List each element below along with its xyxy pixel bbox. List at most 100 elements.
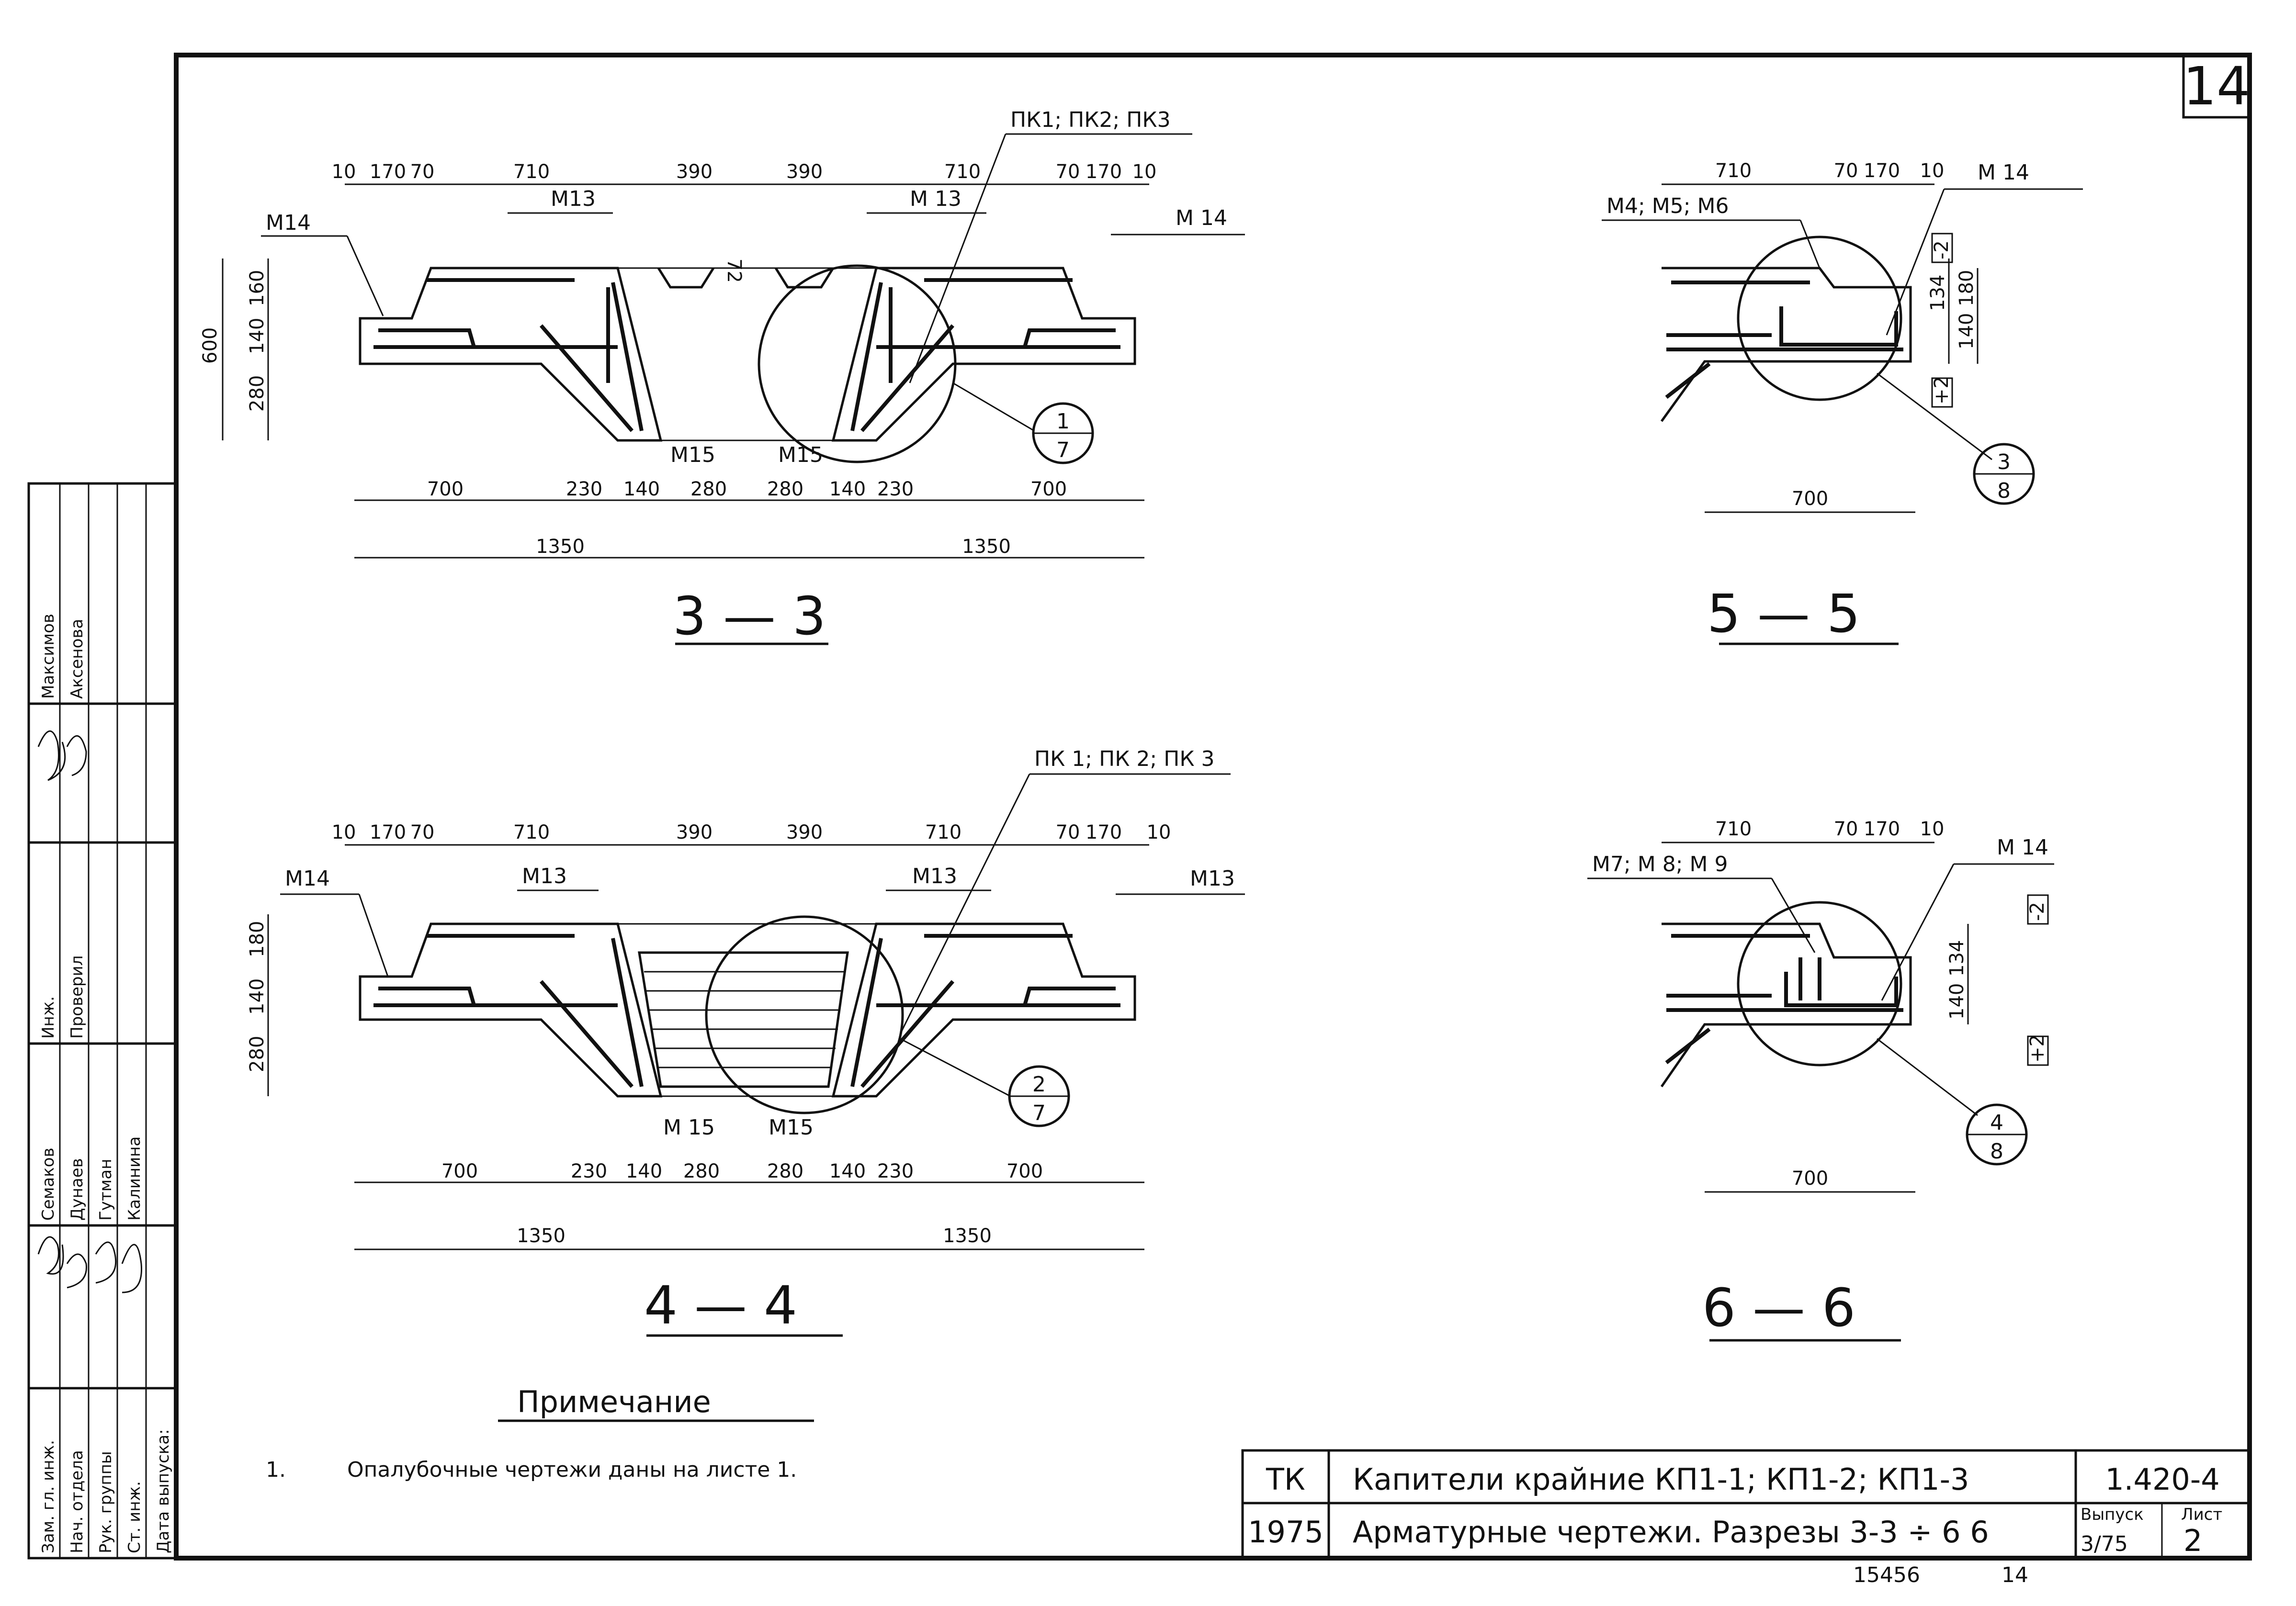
detail-circle-1 [758, 264, 957, 463]
dim: 10 [332, 161, 356, 183]
callout-bottom: 7 [1056, 438, 1070, 462]
dim: 170 [1864, 818, 1900, 840]
label-leader [1771, 878, 1816, 953]
callout-bottom: 7 [1032, 1101, 1046, 1125]
label-pk: ПК 1; ПК 2; ПК 3 [1034, 747, 1215, 771]
detail-circle-4 [1737, 901, 1902, 1067]
dim: 710 [513, 821, 550, 843]
tag-box [1931, 233, 1953, 263]
label-m15-left: M 15 [663, 1115, 715, 1140]
section-5-5: 3 8 710 70 170 10 134 180 140 -2 +2 700 … [1602, 160, 2083, 645]
label-left: M7; M 8; M 9 [1592, 852, 1728, 876]
title-line-2: Арматурные чертежи. Разрезы 3-3 ÷ 6 6 [1353, 1515, 1989, 1550]
tag-plus: +2 [2026, 1034, 2048, 1063]
dim: 170 [370, 821, 406, 843]
stamp-role-top-2: Проверил [68, 955, 87, 1039]
dim: 10 [332, 821, 356, 843]
label-m14-right: M 14 [1176, 206, 1227, 230]
title-line-1: Капители крайние КП1-1; КП1-2; КП1-3 [1353, 1462, 1969, 1497]
dim: 70 [1834, 160, 1858, 182]
stamp-sheet: 14 [2002, 1563, 2028, 1587]
dim: 710 [1715, 818, 1752, 840]
label-m13-left: M13 [551, 187, 596, 211]
dim: 70 [1056, 821, 1080, 843]
dim: 140 [1956, 313, 1978, 349]
dim: 10 [1920, 818, 1945, 840]
callout-top: 1 [1056, 409, 1070, 434]
dim: 170 [1864, 160, 1900, 182]
callout-bottom: 8 [1997, 479, 2011, 503]
dim: 170 [1086, 161, 1122, 183]
callout-leader [1877, 372, 1992, 460]
stamp-role-4: Ст. инж. [125, 1481, 144, 1553]
dim: 10 [1147, 821, 1171, 843]
rebar [606, 287, 893, 383]
tag-box [2027, 894, 2049, 925]
detail-circle-3 [1737, 236, 1902, 401]
dim: 10 [1132, 161, 1157, 183]
label-m14-left: M14 [285, 866, 330, 891]
label-m15-left: M15 [670, 443, 715, 467]
issue-label: Выпуск [2081, 1505, 2144, 1524]
label-leader [1886, 189, 1945, 336]
rebar [378, 328, 1116, 348]
dim: 170 [1086, 821, 1122, 843]
label-leader [1881, 864, 1955, 1001]
dim: 700 [1007, 1160, 1043, 1182]
label-pk: ПК1; ПК2; ПК3 [1010, 108, 1171, 132]
note-heading: Примечание [517, 1384, 711, 1419]
label-m13-mid: M13 [912, 864, 957, 888]
label-leader [899, 774, 1030, 1034]
dim: 710 [1715, 160, 1752, 182]
dim: 180 [246, 921, 268, 957]
dim: 140 [829, 478, 866, 500]
dim: 70 [410, 161, 435, 183]
title-code: 1.420-4 [2105, 1462, 2219, 1497]
dim: 710 [944, 161, 981, 183]
signature [37, 1236, 142, 1293]
dim: 170 [370, 161, 406, 183]
callout-3-8 [1973, 443, 2035, 505]
dim: 230 [877, 1160, 914, 1182]
tag-minus: -2 [2026, 902, 2048, 921]
dim: 390 [676, 821, 713, 843]
signature [37, 730, 87, 781]
side-stamp: Максимов Аксенова Инж. Проверил Семаков … [27, 482, 178, 1560]
dim: 230 [571, 1160, 607, 1182]
dim: 134 [1946, 940, 1968, 977]
dim: 700 [1792, 488, 1828, 510]
title-block: ТК 1975 Капители крайние КП1-1; КП1-2; К… [1241, 1449, 2251, 1560]
dim: 700 [1030, 478, 1067, 500]
dim: 70 [1056, 161, 1080, 183]
label-leader [909, 134, 1007, 383]
dim: 160 [246, 270, 268, 306]
section-4-4: 2 7 10 170 70 710 390 390 710 70 170 10 … [246, 747, 1245, 1337]
label-left: M4; M5; M6 [1606, 194, 1729, 218]
dim: 10 [1920, 160, 1945, 182]
dim: 710 [925, 821, 961, 843]
tag-minus: -2 [1931, 240, 1953, 259]
dim: 140 [246, 318, 268, 354]
dim: 280 [767, 478, 803, 500]
dim: 280 [246, 1036, 268, 1072]
callout-2-7 [1008, 1065, 1070, 1127]
rebar [378, 987, 1116, 1006]
stamp-name-4: Калинина [125, 1136, 144, 1221]
stamp-role-top-1: Инж. [39, 996, 58, 1039]
section-title-3-3: 3 — 3 [673, 585, 826, 647]
dim: 280 [246, 375, 268, 412]
label-m13-right: M13 [1190, 866, 1235, 891]
sheet-value: 2 [2183, 1523, 2202, 1558]
title-year: 1975 [1248, 1515, 1323, 1550]
dim: 70 [1834, 818, 1858, 840]
label-leader [358, 894, 389, 977]
dim: 180 [1956, 270, 1978, 306]
dim: 710 [513, 161, 550, 183]
stamp-role-5: Дата выпуска: [154, 1429, 173, 1553]
callout-leader [900, 1038, 1011, 1097]
rebar [1665, 1027, 1711, 1065]
section-title-4-4: 4 — 4 [644, 1275, 797, 1336]
dim: 700 [1792, 1168, 1828, 1190]
rebar [1666, 957, 1821, 1000]
